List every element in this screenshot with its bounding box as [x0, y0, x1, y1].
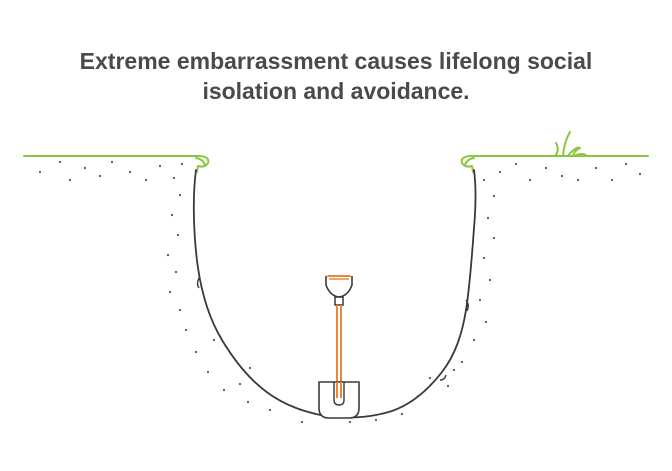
- pit-wobble: [196, 277, 469, 381]
- shovel-icon: [318, 275, 360, 419]
- diagram-title: Extreme embarrassment causes lifelong so…: [0, 46, 672, 106]
- soil-dots: [38, 160, 642, 424]
- left-ground: [23, 155, 210, 173]
- pit-outline: [192, 169, 477, 419]
- title-line-2: isolation and avoidance.: [202, 78, 470, 104]
- grass-tuft: [554, 131, 588, 157]
- right-ground: [460, 155, 649, 173]
- title-line-1: Extreme embarrassment causes lifelong so…: [79, 48, 593, 74]
